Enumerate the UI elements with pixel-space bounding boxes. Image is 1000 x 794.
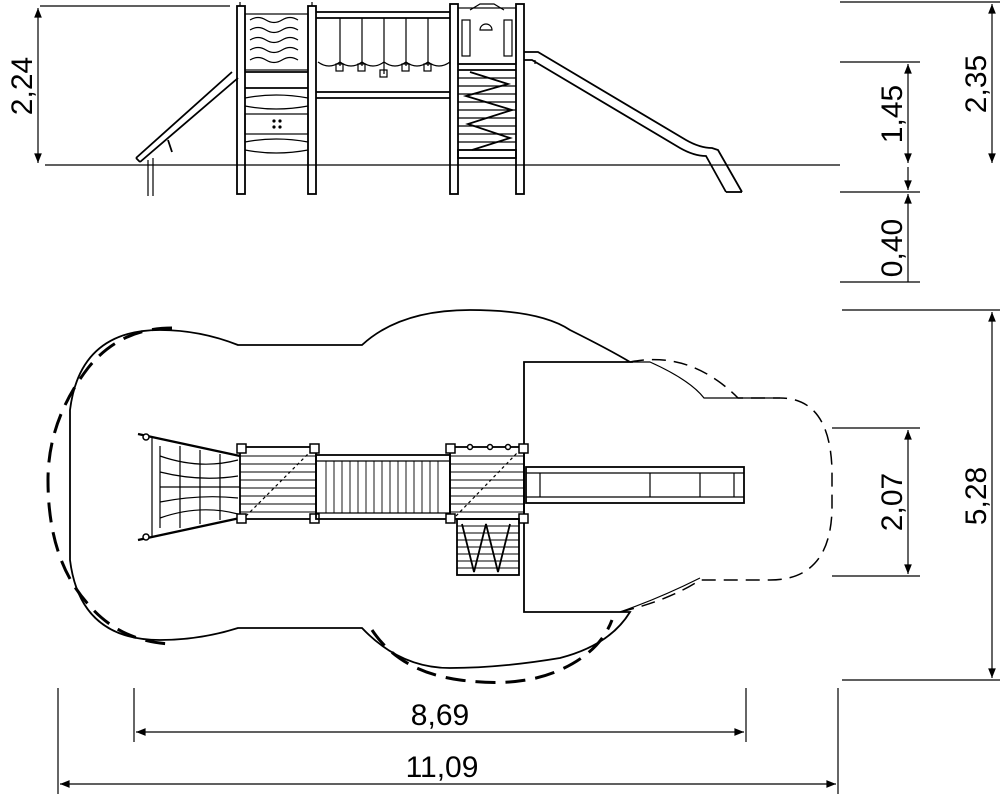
- left-platform-plan: [236, 443, 320, 524]
- dim-platform-height: 1,45: [876, 85, 909, 143]
- plan-dimensions: 2,07 5,28 8,69 11,09: [57, 309, 1000, 794]
- elevation-dimensions: 2,24 1,45 2,35 0,40: [6, 1, 1000, 283]
- climbing-wall-plan: [456, 518, 520, 576]
- slide-plan: [525, 466, 745, 504]
- safety-zone-dashed-bottom: [370, 619, 614, 684]
- dim-safety-zone-depth: 5,28: [960, 467, 993, 525]
- dim-slide-width: 2,07: [876, 473, 909, 531]
- dim-roof-height: 2,35: [960, 55, 993, 113]
- plan-view: [46, 309, 833, 684]
- safety-zone-dashed-left: [46, 326, 173, 646]
- bridge-plan: [315, 454, 451, 520]
- dim-total-height: 2,24: [6, 57, 39, 115]
- right-slide: [524, 51, 743, 193]
- dim-equipment-length: 8,69: [411, 699, 469, 732]
- dim-foundation-depth: 0,40: [876, 219, 909, 277]
- bridge: [316, 11, 451, 99]
- slide-zone-dashed: [619, 358, 833, 613]
- left-ramp-plan: [137, 432, 241, 542]
- left-ramp: [135, 71, 239, 196]
- right-tower: [449, 3, 525, 195]
- climbing-wall-elevation: [458, 71, 516, 151]
- right-platform-plan: [445, 443, 529, 524]
- left-tower: [236, 2, 317, 195]
- elevation-view: [45, 2, 840, 196]
- dim-safety-zone-length: 11,09: [406, 751, 479, 784]
- safety-zone-outline: [69, 309, 634, 669]
